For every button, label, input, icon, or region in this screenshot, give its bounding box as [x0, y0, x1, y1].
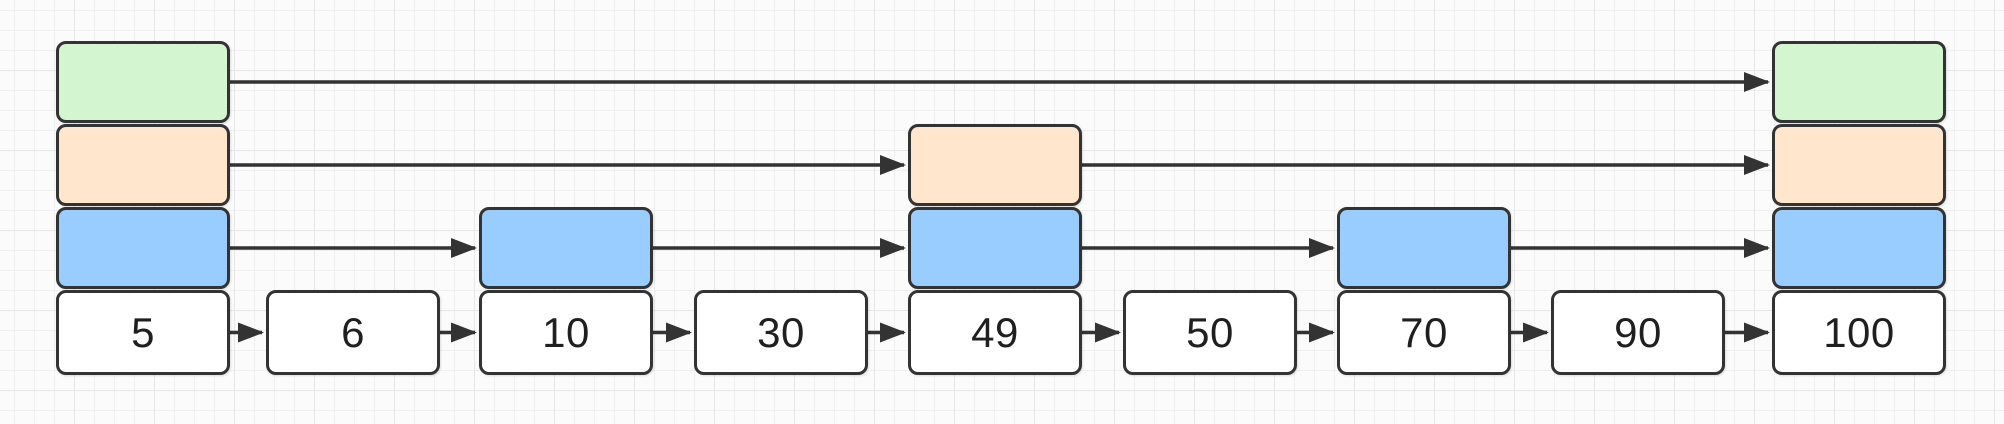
node-49-level-2-box[interactable] — [908, 124, 1082, 206]
node-49-level-1-box[interactable] — [908, 207, 1082, 289]
node-6[interactable]: 6 — [266, 290, 440, 375]
node-5-level-1-box[interactable] — [56, 207, 230, 289]
node-10-level-1-box[interactable] — [479, 207, 653, 289]
node-30[interactable]: 30 — [694, 290, 868, 375]
node-100-level-1-box[interactable] — [1772, 207, 1946, 289]
node-5[interactable]: 5 — [56, 290, 230, 375]
node-100[interactable]: 100 — [1772, 290, 1946, 375]
node-100-level-2-box[interactable] — [1772, 124, 1946, 206]
node-70[interactable]: 70 — [1337, 290, 1511, 375]
node-5-level-3-box[interactable] — [56, 41, 230, 123]
node-10[interactable]: 10 — [479, 290, 653, 375]
node-5-level-2-box[interactable] — [56, 124, 230, 206]
node-90[interactable]: 90 — [1551, 290, 1725, 375]
node-50[interactable]: 50 — [1123, 290, 1297, 375]
node-100-level-3-box[interactable] — [1772, 41, 1946, 123]
node-49[interactable]: 49 — [908, 290, 1082, 375]
node-70-level-1-box[interactable] — [1337, 207, 1511, 289]
